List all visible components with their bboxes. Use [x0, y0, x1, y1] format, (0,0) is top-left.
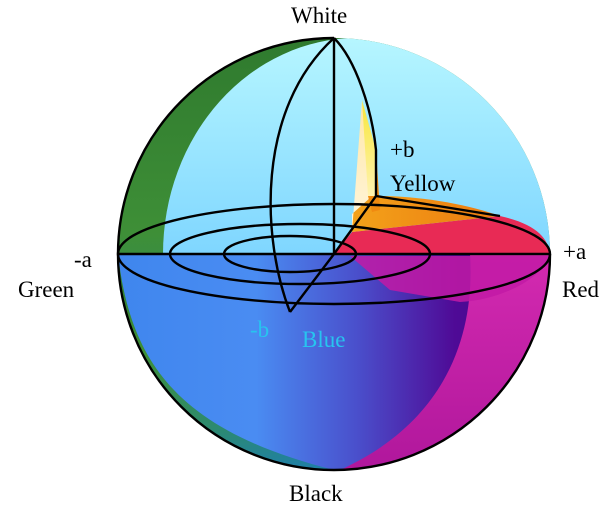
- black-label: Black: [289, 481, 343, 506]
- meridian-curve: [269, 37, 335, 313]
- cut-edge-lower: [333, 194, 501, 255]
- magenta-rim: [350, 256, 550, 302]
- diagram-outlines: [116, 36, 552, 472]
- white-label: White: [291, 3, 348, 28]
- cut-edge-right: [333, 37, 378, 196]
- sphere-outline: [116, 36, 552, 472]
- b-axis: [289, 253, 335, 313]
- yellow-band: [362, 100, 376, 196]
- minus-b-label: -b: [250, 317, 270, 342]
- plus-a-label: +a: [563, 239, 587, 264]
- plus-b-label: +b: [390, 137, 415, 162]
- green-label: Green: [18, 277, 75, 302]
- pale-slice: [352, 100, 372, 232]
- blue-label: Blue: [302, 327, 346, 352]
- minus-a-label: -a: [74, 247, 92, 272]
- yellow-label: Yellow: [390, 171, 456, 196]
- red-label: Red: [562, 277, 600, 302]
- red-wedge: [334, 216, 550, 254]
